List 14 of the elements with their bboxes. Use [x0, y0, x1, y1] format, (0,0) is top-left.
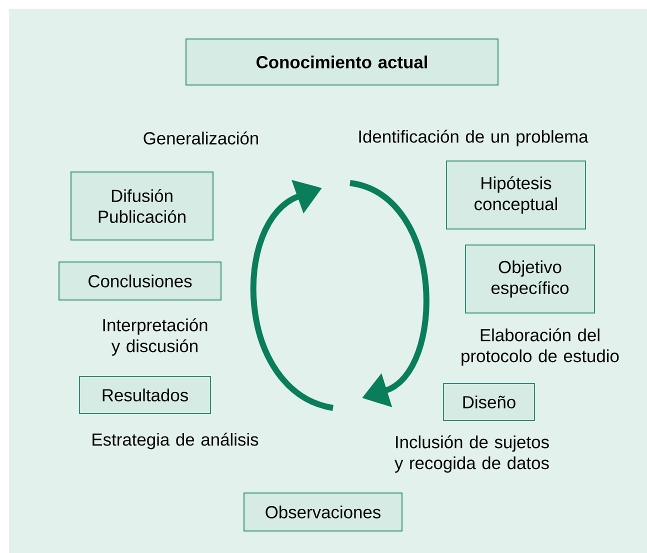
step-label: Identificación de un problema — [359, 130, 588, 146]
step-box: Objetivo específico — [465, 244, 595, 314]
step-label: Interpretación y discusión — [103, 318, 208, 356]
step-box: Difusión Publicación — [70, 172, 214, 240]
step-box: Observaciones — [244, 492, 402, 532]
step-label: Inclusión de sujetos y recogida de datos — [394, 435, 549, 473]
heading-box: Conocimiento actual — [186, 38, 498, 86]
step-box: Diseño — [443, 383, 535, 421]
step-label: Elaboración del protocolo de estudio — [462, 328, 619, 366]
step-box: Conclusiones — [58, 262, 222, 300]
step-label: Generalización — [144, 131, 258, 144]
step-box: Hipótesis conceptual — [446, 160, 586, 230]
step-label: Estrategia de análisis — [92, 432, 258, 450]
step-box: Resultados — [79, 376, 211, 414]
